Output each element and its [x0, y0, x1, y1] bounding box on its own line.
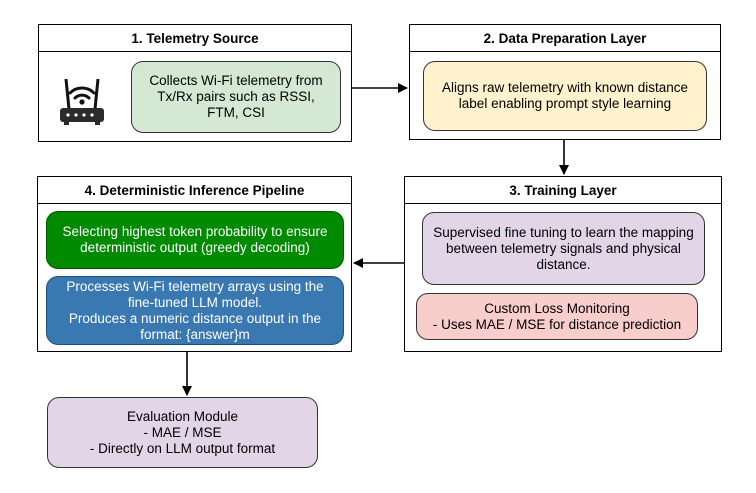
loss-monitoring-box: Custom Loss Monitoring - Uses MAE / MSE …	[416, 293, 698, 340]
telemetry-source-text: Collects Wi-Fi telemetry from Tx/Rx pair…	[149, 73, 323, 120]
telemetry-source-box: Collects Wi-Fi telemetry from Tx/Rx pair…	[131, 61, 341, 133]
telemetry-source-title: 1. Telemetry Source	[39, 25, 351, 52]
evaluation-module-box: Evaluation Module - MAE / MSE - Directly…	[47, 397, 318, 468]
inference-panel: 4. Deterministic Inference Pipeline Sele…	[37, 176, 352, 352]
data-preparation-box: Aligns raw telemetry with known distance…	[423, 61, 707, 131]
fine-tuning-box: Supervised fine tuning to learn the mapp…	[422, 212, 705, 285]
greedy-decoding-box: Selecting highest token probability to e…	[46, 211, 344, 269]
data-preparation-title: 2. Data Preparation Layer	[410, 25, 720, 52]
wifi-router-icon	[56, 67, 108, 127]
training-panel: 3. Training Layer Supervised fine tuning…	[404, 176, 722, 352]
telemetry-source-panel: 1. Telemetry Source Collects Wi-Fi telem…	[38, 24, 352, 142]
data-preparation-panel: 2. Data Preparation Layer Aligns raw tel…	[409, 24, 721, 140]
loss-monitoring-text: Custom Loss Monitoring - Uses MAE / MSE …	[432, 300, 682, 332]
training-title: 3. Training Layer	[405, 177, 721, 204]
data-preparation-text: Aligns raw telemetry with known distance…	[441, 80, 689, 111]
fine-tuning-text: Supervised fine tuning to learn the mapp…	[433, 224, 694, 272]
llm-processing-box: Processes Wi-Fi telemetry arrays using t…	[46, 276, 344, 345]
evaluation-module-text: Evaluation Module - MAE / MSE - Directly…	[89, 408, 276, 456]
llm-processing-text: Processes Wi-Fi telemetry arrays using t…	[66, 278, 324, 342]
greedy-decoding-text: Selecting highest token probability to e…	[62, 224, 328, 255]
inference-title: 4. Deterministic Inference Pipeline	[38, 177, 351, 204]
